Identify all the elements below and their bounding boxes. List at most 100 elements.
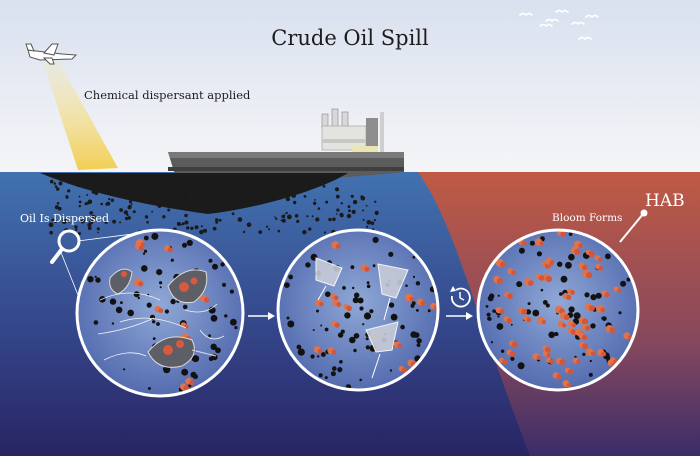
oil-droplet: [313, 201, 317, 205]
oil-droplet: [193, 374, 198, 380]
oil-droplet: [298, 178, 302, 182]
oil-droplet: [328, 217, 332, 222]
oil-droplet: [582, 352, 586, 356]
oil-droplet: [163, 366, 171, 374]
oil-droplet: [128, 200, 133, 204]
oil-droplet: [490, 341, 493, 344]
oil-droplet: [147, 387, 151, 390]
oil-droplet: [321, 352, 326, 357]
oil-droplet: [57, 206, 62, 211]
oil-droplet: [253, 181, 256, 185]
oil-droplet: [353, 333, 360, 339]
oil-droplet: [63, 218, 67, 223]
oil-droplet: [427, 309, 431, 313]
oil-droplet: [201, 188, 206, 193]
oil-droplet: [560, 275, 568, 283]
bloom-forms-label: Bloom Forms: [552, 212, 622, 224]
oil-droplet: [363, 312, 372, 320]
oil-droplet: [78, 195, 81, 198]
oil-droplet: [352, 297, 359, 304]
oil-droplet: [67, 220, 71, 223]
oil-droplet: [223, 193, 225, 196]
oil-droplet: [78, 200, 82, 204]
oil-droplet: [186, 239, 193, 246]
oil-droplet: [275, 185, 278, 188]
oil-droplet: [133, 291, 140, 298]
oil-droplet: [545, 303, 550, 308]
bird-icon: [571, 21, 585, 26]
phytoplankton-cell: [397, 343, 403, 349]
oil-droplet: [127, 205, 132, 210]
zoom-circle-bloom: [476, 228, 640, 392]
phytoplankton-cell: [560, 231, 567, 238]
phytoplankton-cell: [586, 272, 593, 279]
oil-droplet: [48, 222, 54, 228]
oil-droplet: [229, 194, 232, 197]
oil-droplet: [126, 213, 129, 217]
oil-droplet: [76, 183, 80, 188]
phytoplankton-cell: [138, 281, 144, 287]
oil-droplet: [324, 376, 328, 380]
phytoplankton-cell: [506, 318, 512, 324]
empty-zooplankton-icon: [365, 321, 399, 353]
oil-droplet: [164, 309, 169, 314]
oil-droplet: [104, 220, 108, 224]
phytoplankton-cell: [346, 305, 352, 311]
phytoplankton-cell: [600, 307, 606, 313]
phytoplankton-cell: [335, 244, 341, 249]
oil-droplet: [366, 220, 372, 225]
oil-droplet: [288, 193, 291, 196]
oil-droplet: [104, 177, 107, 180]
oil-droplet: [416, 343, 421, 347]
oil-droplet: [287, 320, 295, 328]
phytoplankton-cell: [336, 302, 342, 307]
oil-dispersed-label: Oil Is Dispersed: [20, 212, 109, 225]
oil-droplet: [357, 297, 364, 304]
oil-droplet: [265, 178, 269, 182]
oil-droplet: [317, 355, 320, 358]
oil-droplet: [184, 220, 189, 225]
oil-droplet: [218, 218, 222, 222]
oil-droplet: [184, 196, 189, 201]
oil-droplet: [369, 309, 374, 314]
phytoplankton-cell: [526, 317, 532, 323]
oil-droplet: [132, 210, 136, 214]
oil-droplet: [289, 189, 294, 195]
oil-droplet: [65, 195, 69, 198]
oil-droplet: [87, 226, 92, 231]
oil-droplet: [210, 343, 217, 350]
oil-droplet: [243, 194, 247, 198]
oil-droplet: [375, 213, 378, 216]
oil-droplet: [229, 289, 234, 294]
oil-droplet: [182, 187, 186, 191]
oil-droplet: [117, 181, 122, 186]
oil-droplet: [211, 354, 218, 361]
oil-droplet: [103, 185, 107, 189]
oil-droplet: [197, 180, 200, 183]
oil-droplet: [601, 316, 607, 321]
oil-droplet: [137, 296, 140, 300]
oil-droplet: [156, 269, 163, 276]
oil-droplet: [346, 213, 352, 219]
oil-droplet: [203, 228, 207, 233]
oil-droplet: [209, 178, 213, 182]
oil-droplet: [297, 348, 305, 356]
oil-droplet: [258, 230, 263, 235]
oil-droplet: [416, 309, 419, 312]
oil-droplet: [339, 213, 344, 218]
oil-droplet: [590, 323, 596, 329]
oil-droplet: [153, 191, 157, 195]
oil-droplet: [557, 261, 563, 267]
phytoplankton-cell: [500, 261, 506, 268]
oil-droplet: [305, 262, 311, 268]
oil-droplet: [540, 288, 544, 292]
oil-droplet: [96, 227, 100, 231]
phytoplankton-cell: [567, 368, 574, 375]
phytoplankton-cell: [609, 327, 616, 334]
oil-droplet: [268, 228, 271, 231]
phytoplankton-cell: [334, 295, 339, 301]
oil-droplet: [157, 203, 162, 208]
oil-droplet: [193, 196, 197, 200]
oil-droplet: [190, 226, 194, 230]
oil-droplet: [148, 175, 153, 180]
